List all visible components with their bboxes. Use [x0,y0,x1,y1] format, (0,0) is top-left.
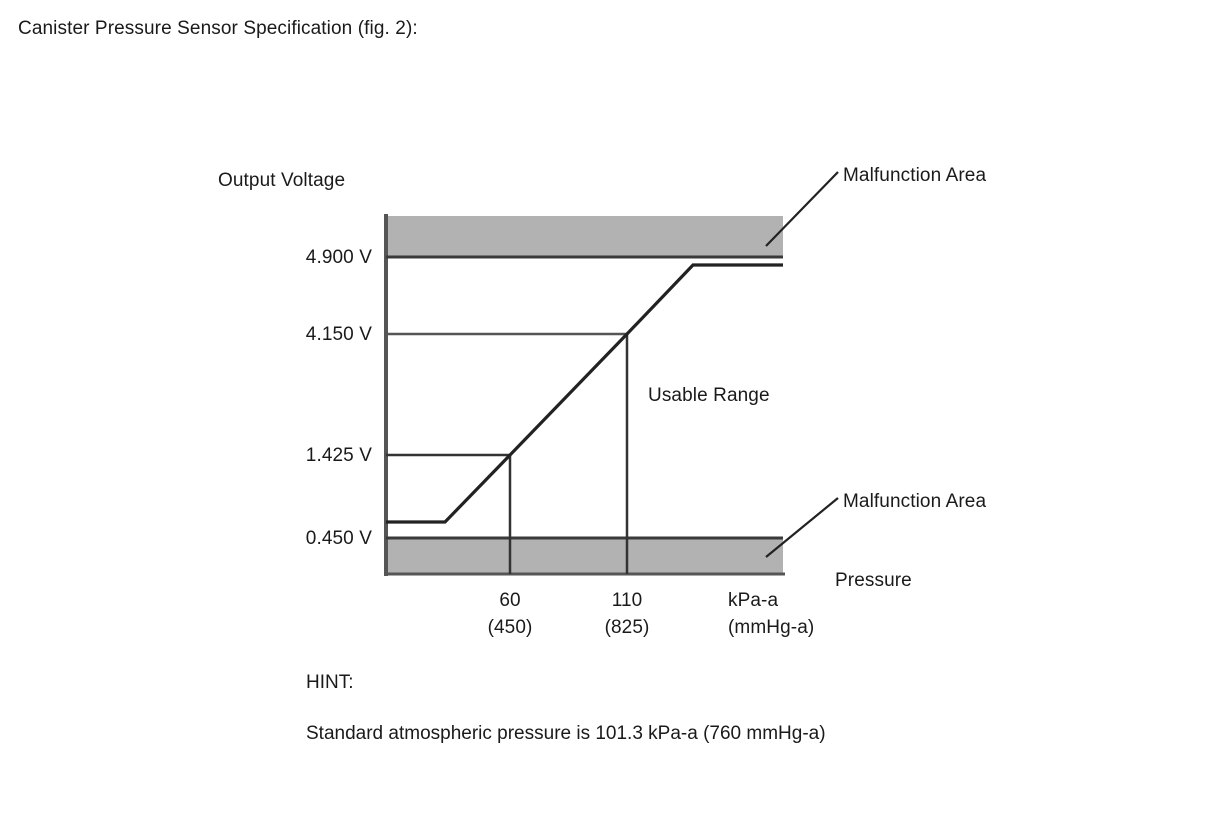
x-unit-mmhg: (mmHg-a) [728,617,815,638]
x-tick-label-110-kpa: 110 [611,590,643,611]
usable-range-label: Usable Range [648,385,770,406]
malfunction-area-label-upper: Malfunction Area [843,165,987,186]
y-tick-label-4150: 4.150 V [305,324,372,345]
malfunction-band-lower [386,538,783,574]
x-tick-label-110-mmhg: (825) [604,617,650,638]
hint-text: Standard atmospheric pressure is 101.3 k… [306,723,826,744]
hint-label: HINT: [306,672,354,693]
sensor-output-curve [386,263,783,524]
x-axis-title: Pressure [835,570,912,591]
x-unit-kpa: kPa-a [728,590,779,611]
malfunction-area-label-lower: Malfunction Area [843,491,987,512]
page-title: Canister Pressure Sensor Specification (… [18,18,418,39]
leader-line-malfunction-lower [765,497,839,558]
y-axis-title: Output Voltage [218,170,346,191]
y-tick-label-1425: 1.425 V [305,445,372,466]
x-tick-label-60-mmhg: (450) [487,617,533,638]
leader-line-malfunction-upper [765,171,839,247]
malfunction-band-upper [386,216,783,257]
y-tick-label-0450: 0.450 V [305,528,372,549]
y-tick-label-4900: 4.900 V [305,247,372,268]
x-tick-label-60-kpa: 60 [499,590,521,611]
